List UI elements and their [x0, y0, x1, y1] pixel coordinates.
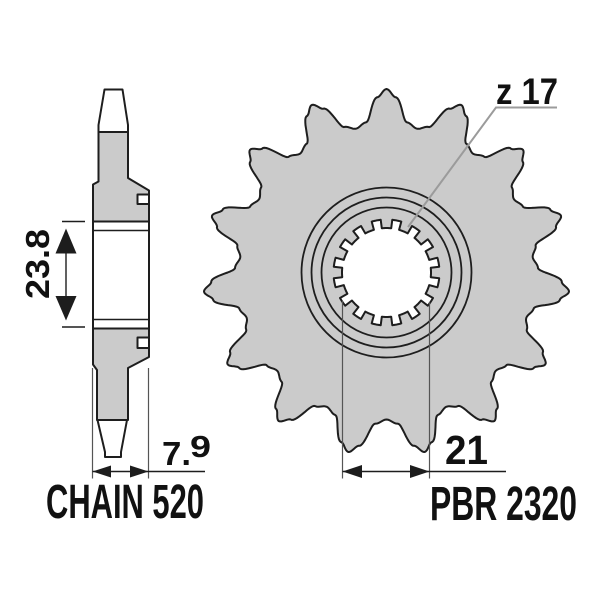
sprocket-gear-outline [203, 88, 570, 453]
side-upper-notch [136, 193, 150, 205]
dimension-23-8: 23.8 [19, 220, 85, 328]
side-bore-section [92, 220, 150, 330]
sprocket-front-view [203, 88, 570, 453]
dim-7-9-arrow-left [92, 465, 111, 478]
hub-circle-outer [300, 186, 473, 359]
side-lower-notch [136, 336, 150, 349]
side-bottom-tooth [96, 419, 128, 458]
sprocket-side-view [92, 88, 150, 458]
dim-23-8-arrow-up [55, 228, 77, 254]
dim-23-8-label: 23.8 [19, 229, 56, 299]
dim-7-9-label-sup: 9 [190, 429, 211, 464]
dimension-7-9: 7. 9 [91, 368, 211, 479]
dim-21-arrow-right [410, 465, 430, 478]
dim-21-arrow-left [342, 465, 362, 478]
teeth-count-label: z 17 [496, 71, 558, 112]
side-top-tooth [97, 88, 129, 133]
part-number-label: PBR 2320 [430, 478, 577, 531]
side-upper-body [92, 131, 150, 223]
dimension-21: 21 [341, 301, 506, 479]
leader-z17: z 17 [407, 71, 558, 228]
dim-23-8-arrow-down [55, 296, 77, 321]
leader-z17-line [407, 106, 557, 228]
chain-size-label: CHAIN 520 [46, 476, 204, 529]
hub-circle-middle [310, 196, 463, 349]
hub-circle-inner [320, 206, 453, 339]
dim-7-9-arrow-right [130, 465, 149, 478]
labels: CHAIN 520 PBR 2320 [46, 476, 577, 531]
dim-21-label: 21 [445, 427, 488, 473]
dim-7-9-label-main: 7. [162, 435, 191, 472]
